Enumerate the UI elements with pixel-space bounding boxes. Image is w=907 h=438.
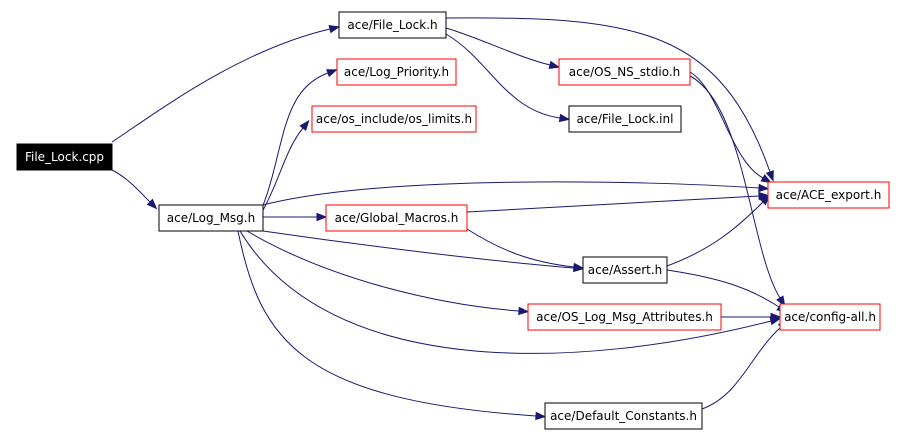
node-box [527,303,722,331]
node-label: ace/os_include/os_limits.h [316,112,472,126]
node-os-ns-stdio-h[interactable]: ace/OS_NS_stdio.h [558,58,691,86]
edge-file-lock-h-to-file-lock-inl [445,33,561,119]
edge-os-ns-stdio-h-to-config-all-h [689,75,781,299]
graph-nodes: File_Lock.cpp ace/File_Lock.h ace/Log_Prio… [16,11,890,430]
node-os-limits-h[interactable]: ace/os_include/os_limits.h [311,105,477,133]
node-file-lock-cpp[interactable]: File_Lock.cpp [16,143,113,171]
edge-log-msg-h-to-log-priority-h [261,72,329,209]
edge-assert-h-to-config-all-h [666,269,780,308]
edge-log-msg-h-to-default-constants-h-arrowhead [535,411,547,421]
edge-global-macros-h-to-ace-export-h [466,195,760,213]
edge-log-msg-h-to-config-all-h [239,230,772,354]
edge-log-msg-h-to-log-priority-h-arrowhead [326,69,338,78]
edge-file-lock-cpp-to-file-lock-h-arrowhead [328,24,341,34]
edge-file-lock-cpp-to-log-msg-h-arrowhead [146,198,158,210]
node-label: ace/Assert.h [588,263,663,277]
node-box [311,105,477,133]
node-label: ace/Log_Priority.h [344,65,449,79]
edge-file-lock-h-to-os-ns-stdio-h-arrowhead [548,60,561,69]
edge-log-msg-h-to-os-limits-h [261,127,304,213]
edge-global-macros-h-to-assert-h [466,228,575,268]
edge-file-lock-h-to-os-ns-stdio-h [445,27,551,66]
edge-os-ns-stdio-h-to-ace-export-h [689,71,764,179]
node-box [325,204,468,232]
edge-file-lock-cpp-to-log-msg-h [111,169,151,203]
edge-log-msg-h-to-ace-export-h-arrowhead [758,183,770,193]
node-file-lock-inl[interactable]: ace/File_Lock.inl [568,105,682,133]
node-box [582,256,668,284]
node-ace-export-h[interactable]: ace/ACE_export.h [767,181,890,209]
node-box [336,58,457,86]
edge-log-msg-h-to-assert-h [262,230,575,269]
node-label: ace/Global_Macros.h [335,211,459,225]
edge-log-msg-h-to-os-log-msg-attr-h-arrowhead [518,306,530,316]
node-box [568,105,682,133]
edge-log-msg-h-to-os-limits-h-arrowhead [299,119,310,132]
node-assert-h[interactable]: ace/Assert.h [582,256,668,284]
edge-global-macros-h-to-assert-h-arrowhead [573,262,585,272]
edge-global-macros-h-to-ace-export-h-arrowhead [758,191,770,201]
edge-assert-h-to-ace-export-h-arrowhead [759,194,771,206]
node-log-msg-h[interactable]: ace/Log_Msg.h [158,204,264,232]
edge-file-lock-h-to-ace-export-h [445,17,771,173]
node-box [558,58,691,86]
node-box [779,303,881,331]
edge-default-constants-h-to-config-all-h [701,326,782,410]
node-label: ace/File_Lock.inl [577,112,674,126]
edge-file-lock-h-to-ace-export-h-arrowhead [765,170,774,182]
node-box [767,181,890,209]
node-label: ace/config-all.h [784,310,876,324]
node-label: ace/Default_Constants.h [550,409,697,423]
edge-log-msg-h-to-ace-export-h [262,181,760,206]
node-box [158,204,264,232]
node-file-lock-h[interactable]: ace/File_Lock.h [338,11,447,39]
node-box [544,402,703,430]
node-label: ace/ACE_export.h [776,188,882,202]
node-os-log-msg-attr-h[interactable]: ace/OS_Log_Msg_Attributes.h [527,303,722,331]
node-label: ace/OS_NS_stdio.h [569,65,681,79]
node-label: ace/OS_Log_Msg_Attributes.h [536,310,713,324]
edge-os-log-msg-attr-h-to-config-all-h-arrowhead [770,312,782,322]
edge-log-msg-h-to-default-constants-h [237,230,537,417]
node-default-constants-h[interactable]: ace/Default_Constants.h [544,402,703,430]
edge-file-lock-h-to-file-lock-inl-arrowhead [558,113,571,123]
edge-file-lock-cpp-to-file-lock-h [111,28,331,143]
node-label: ace/Log_Msg.h [167,211,255,225]
node-label: File_Lock.cpp [25,150,104,164]
edge-assert-h-to-ace-export-h [666,201,764,267]
edge-os-ns-stdio-h-to-config-all-h-arrowhead [776,295,786,307]
edge-log-msg-h-to-os-log-msg-attr-h [246,230,520,312]
node-log-priority-h[interactable]: ace/Log_Priority.h [336,58,457,86]
edge-log-msg-h-to-global-macros-h-arrowhead [316,212,328,222]
edge-os-ns-stdio-h-to-ace-export-h-arrowhead [760,174,772,184]
node-global-macros-h[interactable]: ace/Global_Macros.h [325,204,468,232]
node-box [338,11,447,39]
node-label: ace/File_Lock.h [347,18,437,32]
node-config-all-h[interactable]: ace/config-all.h [779,303,881,331]
node-box [16,143,113,171]
graph-edges [111,17,789,421]
